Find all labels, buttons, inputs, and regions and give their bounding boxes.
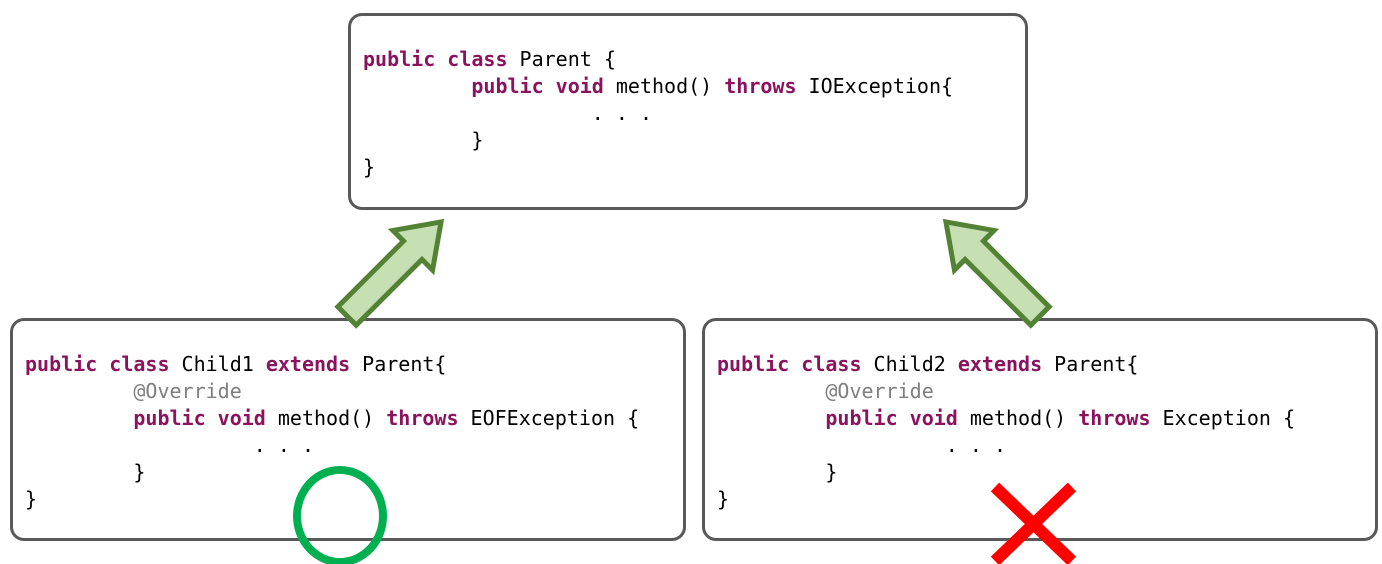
code-token [25, 379, 133, 403]
code-token: method() [603, 74, 725, 98]
code-token: Parent { [507, 47, 616, 71]
code-token [25, 406, 133, 430]
code-line: public class Child2 extends Parent{ [717, 351, 1363, 378]
keyword-token: void [217, 406, 266, 430]
code-line: public class Child1 extends Parent{ [25, 351, 671, 378]
code-token: } [717, 460, 838, 484]
code-token: method() [265, 406, 387, 430]
code-token: Parent{ [350, 352, 447, 376]
keyword-token: public [25, 352, 98, 376]
annotation-token: @Override [133, 379, 242, 403]
keyword-token: public [717, 352, 790, 376]
keyword-token: extends [957, 352, 1043, 376]
code-token [435, 47, 447, 71]
code-token [544, 74, 556, 98]
code-token: Exception { [1150, 406, 1296, 430]
keyword-token: class [801, 352, 862, 376]
inheritance-arrow-child2-icon [942, 218, 1053, 329]
code-token: . . . [25, 433, 314, 457]
code-token: . . . [717, 433, 1006, 457]
code-token [717, 406, 825, 430]
code-line: public void method() throws Exception { [717, 405, 1363, 432]
code-line: . . . [717, 432, 1363, 459]
keyword-token: public [133, 406, 206, 430]
keyword-token: throws [1078, 406, 1151, 430]
child2-class-box: public class Child2 extends Parent{ @Ove… [702, 318, 1378, 541]
code-token: } [25, 487, 38, 511]
code-token [363, 74, 471, 98]
code-token: } [717, 487, 730, 511]
code-line: public class Parent { [363, 46, 1013, 73]
code-token: method() [957, 406, 1079, 430]
code-token [206, 406, 218, 430]
keyword-token: throws [386, 406, 459, 430]
code-token: . . . [363, 101, 652, 125]
keyword-token: class [447, 47, 508, 71]
keyword-token: extends [265, 352, 351, 376]
code-line: . . . [363, 100, 1013, 127]
code-token [97, 352, 109, 376]
code-token: Parent{ [1042, 352, 1139, 376]
keyword-token: void [555, 74, 604, 98]
code-line: } [25, 459, 671, 486]
code-token: } [25, 460, 146, 484]
code-line: } [363, 127, 1013, 154]
annotation-token: @Override [825, 379, 934, 403]
code-token: } [363, 128, 484, 152]
code-line: public void method() throws EOFException… [25, 405, 671, 432]
code-token: Child2 [861, 352, 958, 376]
code-line: } [25, 486, 671, 513]
inheritance-arrow-child1-icon [334, 218, 445, 329]
code-token: EOFException { [458, 406, 640, 430]
child1-class-box: public class Child1 extends Parent{ @Ove… [10, 318, 686, 541]
code-line: } [717, 459, 1363, 486]
code-line: public void method() throws IOException{ [363, 73, 1013, 100]
code-line: @Override [717, 378, 1363, 405]
keyword-token: class [109, 352, 170, 376]
parent-class-box: public class Parent { public void method… [348, 13, 1028, 210]
code-line: . . . [25, 432, 671, 459]
code-token: } [363, 155, 376, 179]
keyword-token: throws [724, 74, 797, 98]
code-token: Child1 [169, 352, 266, 376]
code-token [789, 352, 801, 376]
code-line: } [363, 154, 1013, 181]
code-line: @Override [25, 378, 671, 405]
code-token: IOException{ [796, 74, 954, 98]
keyword-token: public [471, 74, 544, 98]
keyword-token: void [909, 406, 958, 430]
code-line: } [717, 486, 1363, 513]
keyword-token: public [825, 406, 898, 430]
code-token [898, 406, 910, 430]
code-token [717, 379, 825, 403]
keyword-token: public [363, 47, 436, 71]
